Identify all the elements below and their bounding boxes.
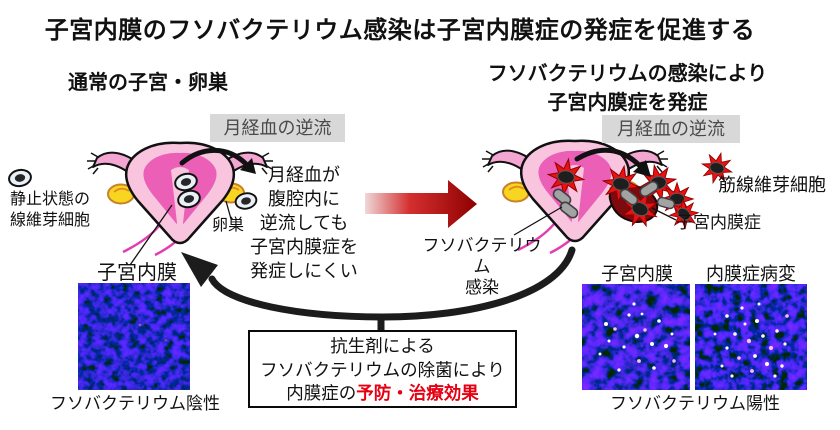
retrograde-arrow-left: [179, 147, 256, 174]
endometrium-leader-line: [129, 204, 173, 266]
reflux-note: 月経血が 腹腔内に 逆流しても 子宮内膜症を 発症しにくい: [248, 163, 360, 283]
right-panel-heading: フソバクテリウムの感染により 子宮内膜症を発症: [455, 57, 800, 115]
retrograde-badge-left: 月経血の逆流: [210, 114, 345, 142]
fibroblast-label-line2: 線維芽細胞: [10, 212, 91, 229]
fibroblast-label-line1: 静止状態の: [10, 191, 91, 208]
micrograph-fuso-negative: [78, 283, 190, 390]
right-heading-line2: 子宮内膜症を発症: [547, 92, 708, 114]
myofibroblast-star-icon: [615, 184, 665, 234]
retrograde-arrow-right: [574, 147, 651, 177]
ovary-sliver: [609, 185, 617, 193]
endometriosis-leader-line: [651, 207, 677, 221]
myofibroblast-label: 筋線維芽細胞: [718, 175, 826, 195]
fusobacterium-capsule-icon: [550, 186, 574, 208]
fusobacterium-capsule-icon: [557, 199, 581, 221]
fusobacterium-capsule-icon: [655, 195, 677, 211]
fibroblast-cell-icon: [172, 170, 200, 194]
infection-leader-line: [513, 206, 563, 236]
uterus-illustration-normal: [85, 141, 275, 257]
infection-label-line2: 感染: [465, 278, 499, 297]
treatment-box: 抗生剤による フソバクテリウムの除菌により 内膜症の予防・治療効果: [248, 330, 517, 408]
treatment-line3-red: 予防・治療効果: [356, 383, 479, 403]
left-panel-heading: 通常の子宮・卵巣: [68, 72, 228, 94]
treatment-line3: 内膜症の予防・治療効果: [250, 382, 515, 406]
infection-label-line1: フソバクテリウム: [422, 236, 542, 276]
myofibroblast-star-icon: [636, 161, 680, 205]
reflux-note-line: 発症しにくい: [250, 261, 358, 281]
lesion-blob: [608, 183, 659, 223]
reflux-note-line: 逆流しても: [259, 213, 349, 233]
ovary-label: 卵巣: [212, 217, 245, 234]
fibroblast-cell-icon: [6, 167, 34, 189]
treatment-line1: 抗生剤による: [330, 336, 435, 356]
transition-arrow: [365, 180, 477, 228]
micrograph-fuso-positive-lesion: [695, 284, 807, 390]
bacteria-specks: [598, 302, 676, 372]
micrograph-fuso-positive-endometrium: [582, 284, 690, 390]
right-heading-line1: フソバクテリウムの感染により: [487, 63, 768, 85]
figure-title: 子宮内膜のフソバクテリウム感染は子宮内膜症の発症を促進する: [44, 17, 756, 44]
retrograde-badge-right: 月経血の逆流: [602, 115, 740, 143]
caption-fuso-negative: フソバクテリウム陰性: [50, 394, 220, 413]
micrograph-label-lesion: 内膜症病変: [706, 264, 796, 284]
myofibroblast-star-icon: [545, 156, 587, 198]
bacteria-specks: [713, 302, 789, 378]
treatment-line3-black: 内膜症の: [286, 383, 357, 403]
myofibroblast-star-icon: [599, 162, 643, 206]
caption-fuso-positive: フソバクテリウム陽性: [610, 394, 780, 413]
reflux-note-line: 月経血が: [268, 165, 340, 185]
fusobacterium-capsule-icon: [637, 179, 661, 199]
treatment-line2: フソバクテリウムの除菌により: [260, 359, 505, 380]
myofibroblast-star-icon: [660, 182, 694, 216]
endometriosis-label: 子宮内膜症: [676, 213, 761, 232]
reflux-note-line: 子宮内膜症を: [250, 237, 358, 257]
infection-label: フソバクテリウム 感染: [418, 235, 546, 298]
fibroblast-cell-icon: [175, 187, 203, 211]
micrograph-label-endometrium: 子宮内膜: [601, 264, 673, 284]
fibroblast-label: 静止状態の 線維芽細胞: [10, 189, 90, 231]
endometrium-label-left: 子宮内膜: [97, 262, 177, 284]
fusobacterium-capsule-icon: [617, 186, 641, 208]
reflux-note-line: 腹腔内に: [268, 189, 340, 209]
